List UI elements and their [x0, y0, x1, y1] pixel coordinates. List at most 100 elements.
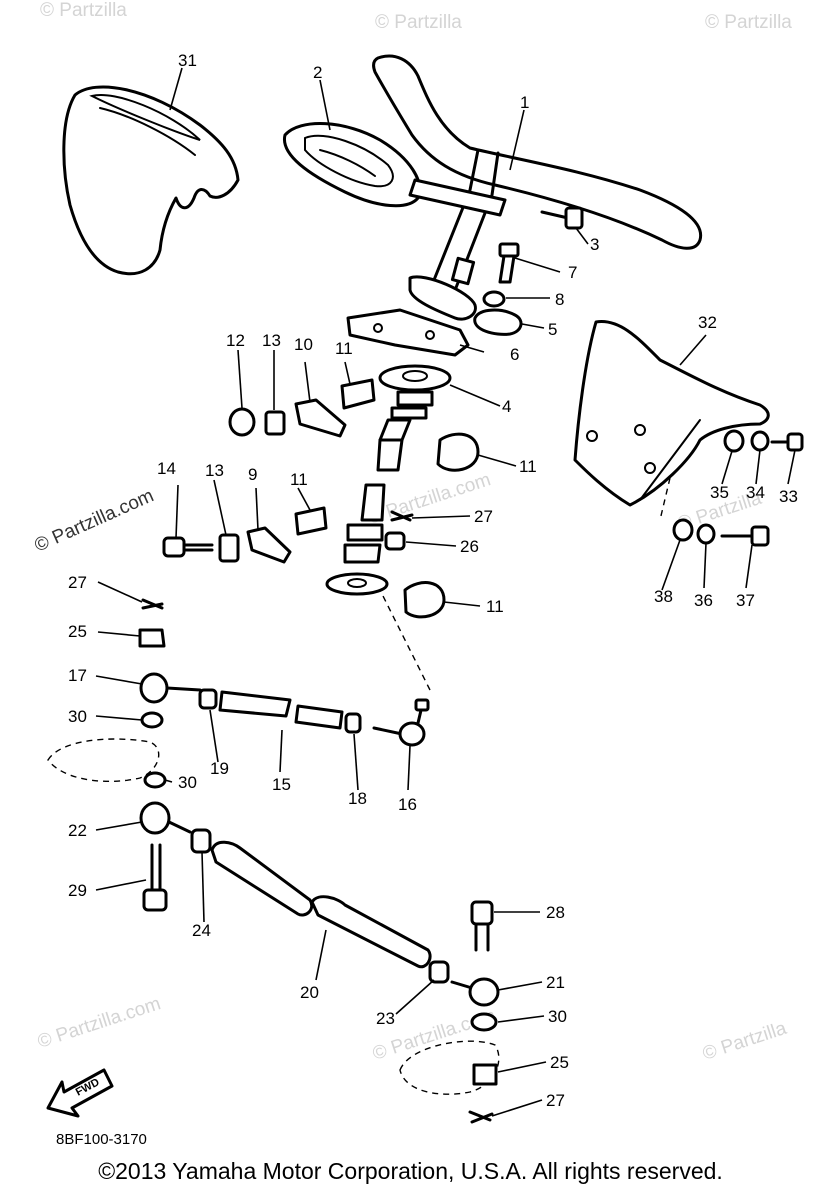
part-23-boot: [428, 960, 450, 984]
callout-16: 16: [398, 795, 417, 814]
part-30-washer-a: [140, 711, 164, 729]
part-3-bolt: [540, 206, 584, 230]
callout-8: 8: [555, 290, 564, 309]
callout-11-right-upper: 11: [519, 457, 537, 476]
callout-13-top: 13: [262, 331, 281, 350]
part-33-screw: [770, 432, 804, 452]
part-16-ball-joint: [372, 698, 430, 747]
callout-9: 9: [248, 465, 257, 484]
callout-35: 35: [710, 483, 729, 502]
part-13-plate-a: [264, 410, 286, 436]
diagram-code: 8BF100-3170: [56, 1131, 147, 1148]
steering-arm-outline: [47, 738, 160, 783]
fwd-arrow: FWD: [46, 1068, 114, 1118]
callout-25-left: 25: [68, 622, 87, 641]
callout-25-right: 25: [550, 1053, 569, 1072]
callout-1: 1: [520, 93, 529, 112]
callout-13-lower: 13: [205, 461, 224, 480]
callout-32: 32: [698, 313, 717, 332]
callout-17: 17: [68, 666, 87, 685]
part-31-hood-cover: [62, 85, 240, 276]
part-32-side-panel: [573, 320, 770, 507]
part-17-ball-joint: [139, 672, 202, 704]
callout-5: 5: [548, 320, 557, 339]
part-20-tie-rod: [310, 895, 432, 969]
callout-12: 12: [226, 331, 245, 350]
watermark-top-center: © Partzilla: [375, 12, 462, 33]
callout-10: 10: [294, 335, 313, 354]
callout-31: 31: [178, 51, 197, 70]
callout-28: 28: [546, 903, 565, 922]
part-38-grommet: [672, 518, 694, 542]
part-14-bolt: [162, 536, 214, 558]
callout-11-right-lower: 11: [486, 597, 504, 616]
callout-37: 37: [736, 591, 755, 610]
callout-36: 36: [694, 591, 713, 610]
callout-14: 14: [157, 459, 176, 478]
part-27-cotter-pin-left: [141, 598, 164, 610]
part-13-plate-b: [218, 533, 240, 563]
callout-27-left: 27: [68, 573, 87, 592]
part-7-bolt: [498, 242, 520, 284]
part-8-nut: [482, 290, 506, 308]
callout-30-upper: 30: [68, 707, 87, 726]
copyright-notice: ©2013 Yamaha Motor Corporation, U.S.A. A…: [98, 1158, 723, 1184]
steering-column-lower: [325, 483, 389, 596]
part-37-screw: [720, 525, 770, 547]
callout-11-center: 11: [335, 339, 353, 358]
callout-29: 29: [68, 881, 87, 900]
part-29-bolt: [142, 843, 168, 912]
part-28-bolt: [470, 900, 494, 952]
part-11-bushing-b: [436, 432, 480, 472]
part-10-clamp: [294, 398, 347, 438]
part-18-boot: [344, 712, 362, 734]
part-15-tie-rod-b: [294, 704, 344, 730]
part-26-nut: [384, 531, 406, 551]
callout-27-mid: 27: [474, 507, 493, 526]
callout-20: 20: [300, 983, 319, 1002]
callout-34: 34: [746, 483, 765, 502]
callout-30-lower: 30: [548, 1007, 567, 1026]
part-21-ball-joint: [450, 977, 500, 1007]
callout-24: 24: [192, 921, 211, 940]
part-36-washer: [696, 523, 716, 545]
guide-line-right: [659, 477, 671, 521]
callout-33: 33: [779, 487, 798, 506]
watermark-strong: © Partzilla.com: [31, 485, 157, 556]
watermark-top-left: © Partzilla: [40, 0, 127, 21]
part-2-steering-pad: [283, 122, 422, 208]
part-34-washer: [750, 430, 770, 452]
part-24-boot: [190, 828, 212, 854]
callout-27-right: 27: [546, 1091, 565, 1110]
part-25-nut-left: [138, 628, 166, 648]
part-12-grommet: [228, 407, 256, 437]
callout-38: 38: [654, 587, 673, 606]
part-30-washer-b: [143, 771, 167, 789]
part-27-cotter-pin-right: [468, 1110, 494, 1124]
part-20-tie-rod-sleeve: [210, 840, 314, 917]
part-25-nut-right: [472, 1063, 498, 1086]
watermark-bottom-left: © Partzilla.com: [35, 993, 163, 1053]
callout-19: 19: [210, 759, 229, 778]
leader-lines: [95, 67, 796, 1117]
part-22-ball-joint: [139, 801, 192, 835]
callout-21: 21: [546, 973, 565, 992]
part-11-bushing-c: [294, 506, 328, 536]
callout-23: 23: [376, 1009, 395, 1028]
part-11-bushing-d: [403, 581, 446, 619]
part-35-grommet: [723, 429, 745, 453]
part-4-steering-column-upper: [376, 364, 452, 472]
callout-3: 3: [590, 235, 599, 254]
part-27-cotter-pin-mid: [390, 510, 414, 522]
callout-11-left: 11: [290, 470, 308, 489]
nozzle-arm-outline: [399, 1040, 500, 1095]
guide-line-column: [379, 589, 431, 691]
part-9-clamp: [246, 526, 292, 564]
callout-22: 22: [68, 821, 87, 840]
part-5-clamp: [473, 308, 523, 336]
callout-26: 26: [460, 537, 479, 556]
callout-30-mid: 30: [178, 773, 197, 792]
part-6-bracket-plate: [346, 308, 470, 357]
part-19-boot: [198, 688, 218, 710]
